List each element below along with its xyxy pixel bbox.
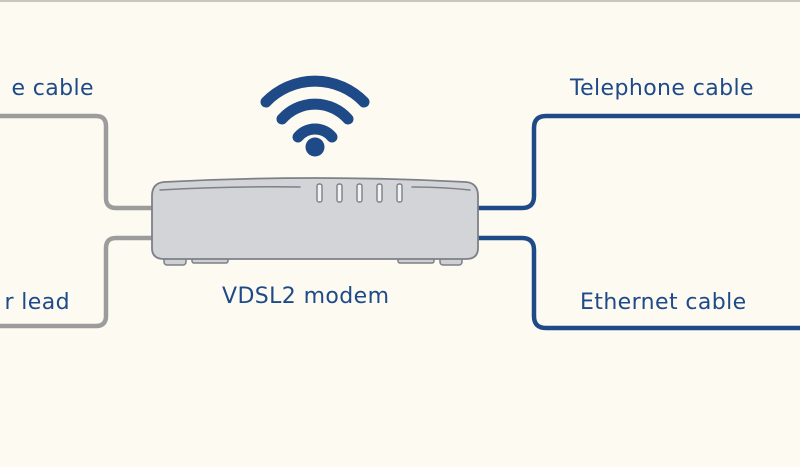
top-divider xyxy=(0,0,800,2)
telephone-cable-label: Telephone cable xyxy=(570,76,754,101)
modem-device xyxy=(151,177,479,266)
telephone-cable xyxy=(475,113,800,211)
modem-bevel-right xyxy=(411,186,471,191)
left-bottom-grey-cable xyxy=(0,235,155,329)
modem-status-light xyxy=(336,183,343,203)
ethernet-cable xyxy=(475,235,800,331)
modem-body xyxy=(151,177,479,260)
left-top-grey-cable xyxy=(0,113,155,211)
left-bottom-cable-label: r lead xyxy=(4,290,70,315)
modem-status-light xyxy=(356,183,363,203)
modem-label: VDSL2 modem xyxy=(222,284,390,309)
ethernet-cable-label: Ethernet cable xyxy=(580,290,747,315)
modem-status-light xyxy=(396,183,403,203)
modem-status-light xyxy=(376,183,383,203)
left-top-cable-label: e cable xyxy=(11,76,94,101)
modem-bevel-left xyxy=(159,186,301,191)
modem-status-light xyxy=(316,183,323,203)
wifi-icon xyxy=(260,75,370,157)
